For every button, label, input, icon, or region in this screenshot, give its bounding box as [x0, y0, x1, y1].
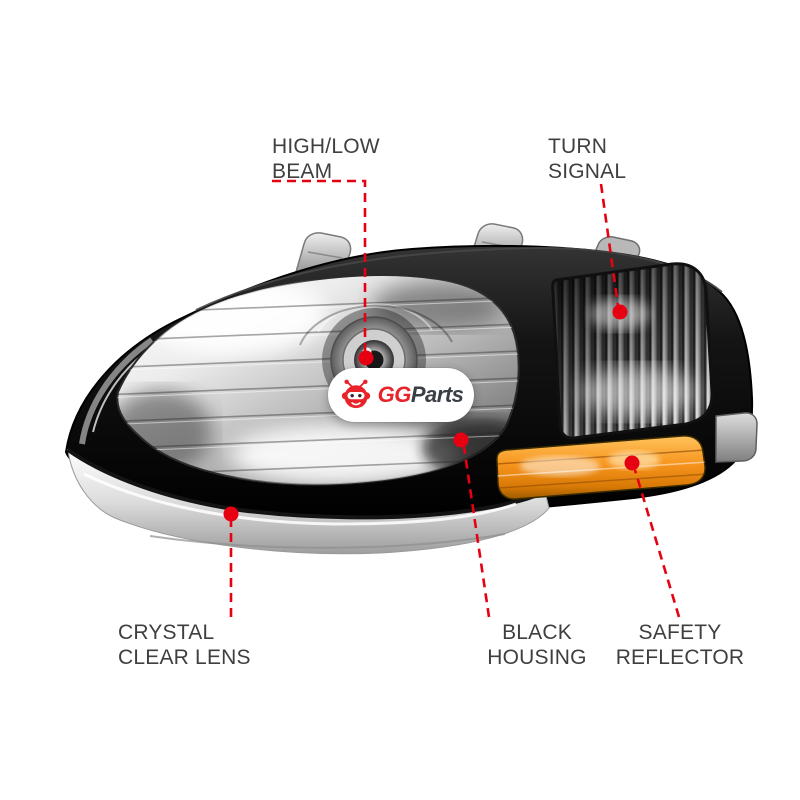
callout-line-high-low-beam: [272, 179, 367, 352]
label-line: HOUSING: [487, 646, 587, 669]
label-line: CLEAR LENS: [118, 646, 251, 669]
callout-line-turn-signal: [599, 183, 620, 307]
callout-line-black-housing: [462, 446, 491, 618]
callout-label-safety-reflector: SAFETY REFLECTOR: [612, 620, 748, 670]
label-line: REFLECTOR: [615, 646, 745, 669]
label-line: TURN: [548, 135, 608, 158]
side-bracket: [715, 412, 758, 463]
label-line: SAFETY: [638, 621, 722, 644]
callout-dot-crystal-clear-lens: [223, 506, 239, 522]
callout-dot-high-low-beam: [358, 350, 374, 366]
turn-signal-lens: [551, 262, 714, 440]
callout-dot-black-housing: [453, 432, 469, 448]
callout-label-turn-signal: TURN SIGNAL: [548, 134, 626, 184]
callout-line-safety-reflector: [633, 469, 681, 618]
callout-label-crystal-clear-lens: CRYSTAL CLEAR LENS: [118, 620, 251, 670]
callout-label-high-low-beam: HIGH/LOW BEAM: [272, 134, 380, 184]
bug-mascot-icon: [341, 379, 370, 409]
callout-dot-safety-reflector: [624, 455, 640, 471]
brand-name-secondary: Parts: [410, 382, 464, 407]
callout-label-black-housing: BLACK HOUSING: [467, 620, 607, 670]
label-line: HIGH/LOW: [272, 135, 380, 158]
label-line: BEAM: [272, 160, 333, 183]
label-line: CRYSTAL: [118, 621, 215, 644]
brand-watermark: GGParts: [328, 368, 474, 422]
brand-name: GGParts: [378, 382, 464, 408]
callout-dot-turn-signal: [612, 304, 628, 320]
callout-dots: [223, 304, 640, 522]
label-line: SIGNAL: [548, 160, 627, 183]
clear-lens-flange: [66, 448, 550, 555]
brand-name-primary: GG: [377, 382, 412, 407]
callout-lines: [229, 179, 681, 618]
label-line: BLACK: [502, 621, 572, 644]
